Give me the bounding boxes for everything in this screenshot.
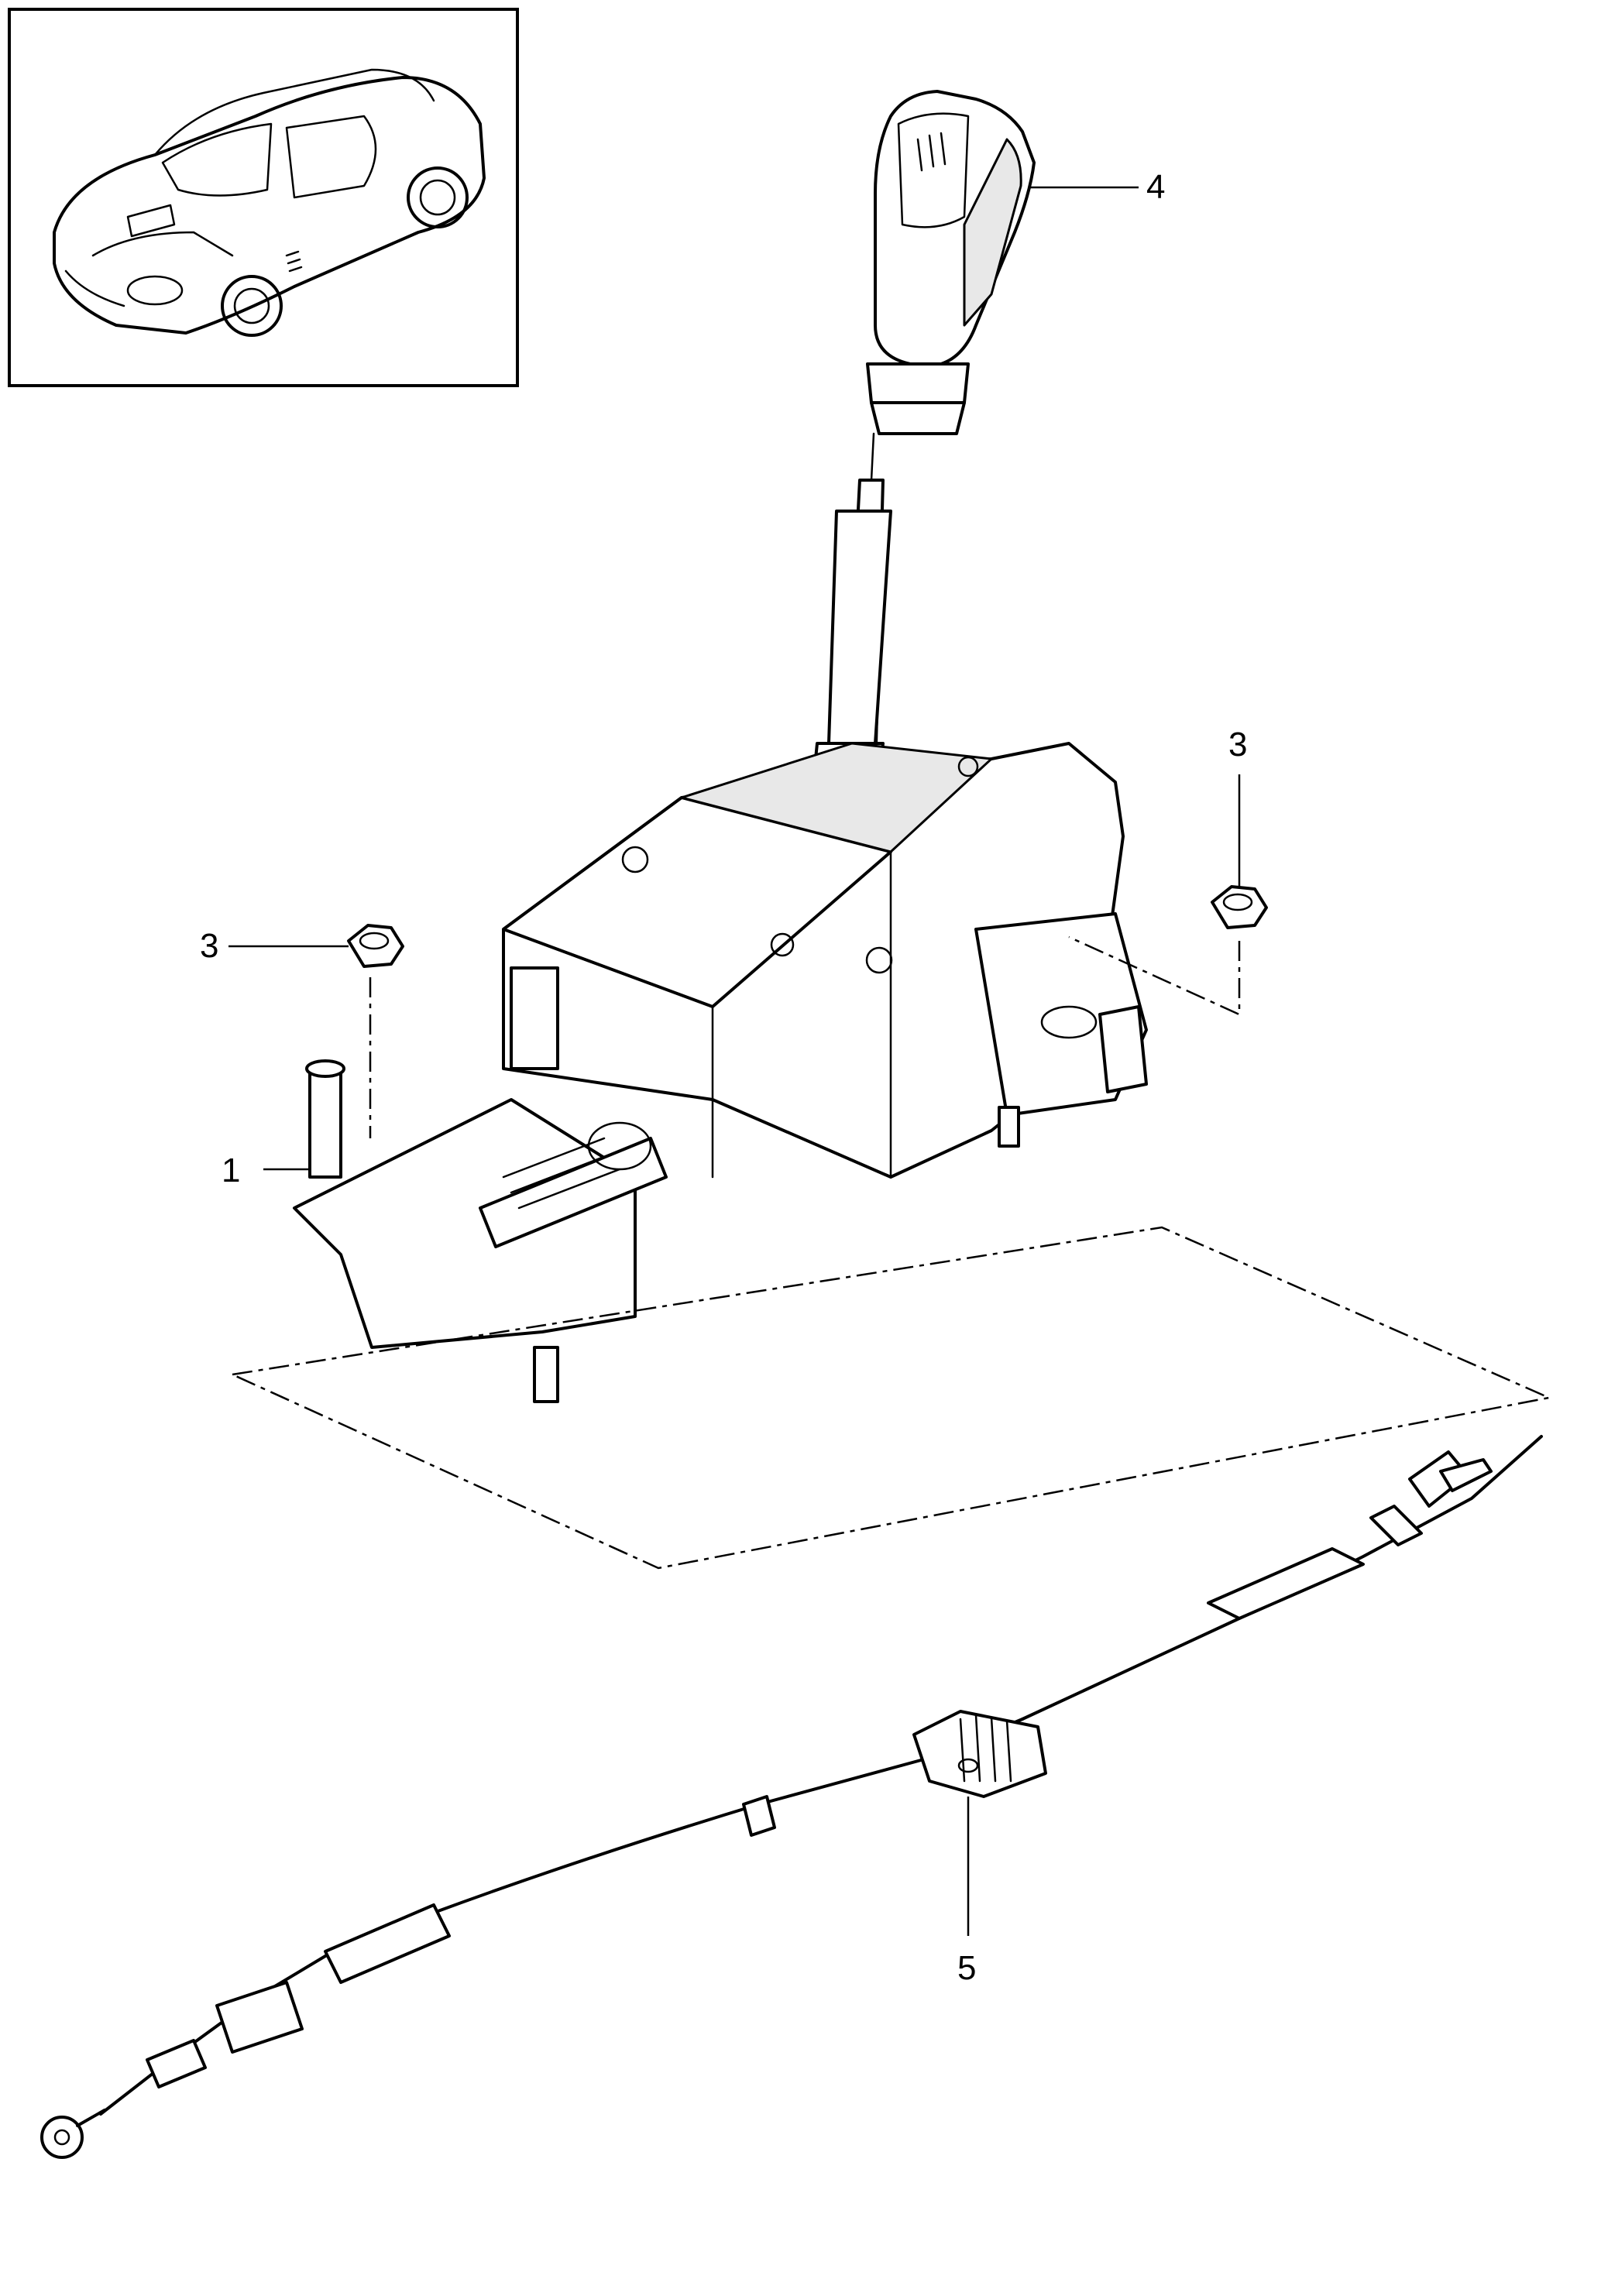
callout-part-1: 1 <box>222 1151 241 1189</box>
shift-cable <box>40 1435 1543 2159</box>
hex-nut-left <box>347 924 404 968</box>
callout-part-3-left: 3 <box>200 927 219 965</box>
callout-part-4: 4 <box>1146 168 1166 206</box>
assembly-line-right-nut <box>1068 935 1241 1016</box>
vehicle-thumbnail <box>8 8 519 387</box>
shift-lever <box>812 432 892 784</box>
shift-housing <box>293 742 1148 1403</box>
cable-mounting-outline <box>228 1226 1553 1570</box>
callout-part-3-right: 3 <box>1228 726 1248 764</box>
gear-knob <box>866 90 1036 435</box>
callout-part-5: 5 <box>957 1949 977 1987</box>
hex-nut-right <box>1211 885 1268 929</box>
car-illustration <box>53 68 486 337</box>
